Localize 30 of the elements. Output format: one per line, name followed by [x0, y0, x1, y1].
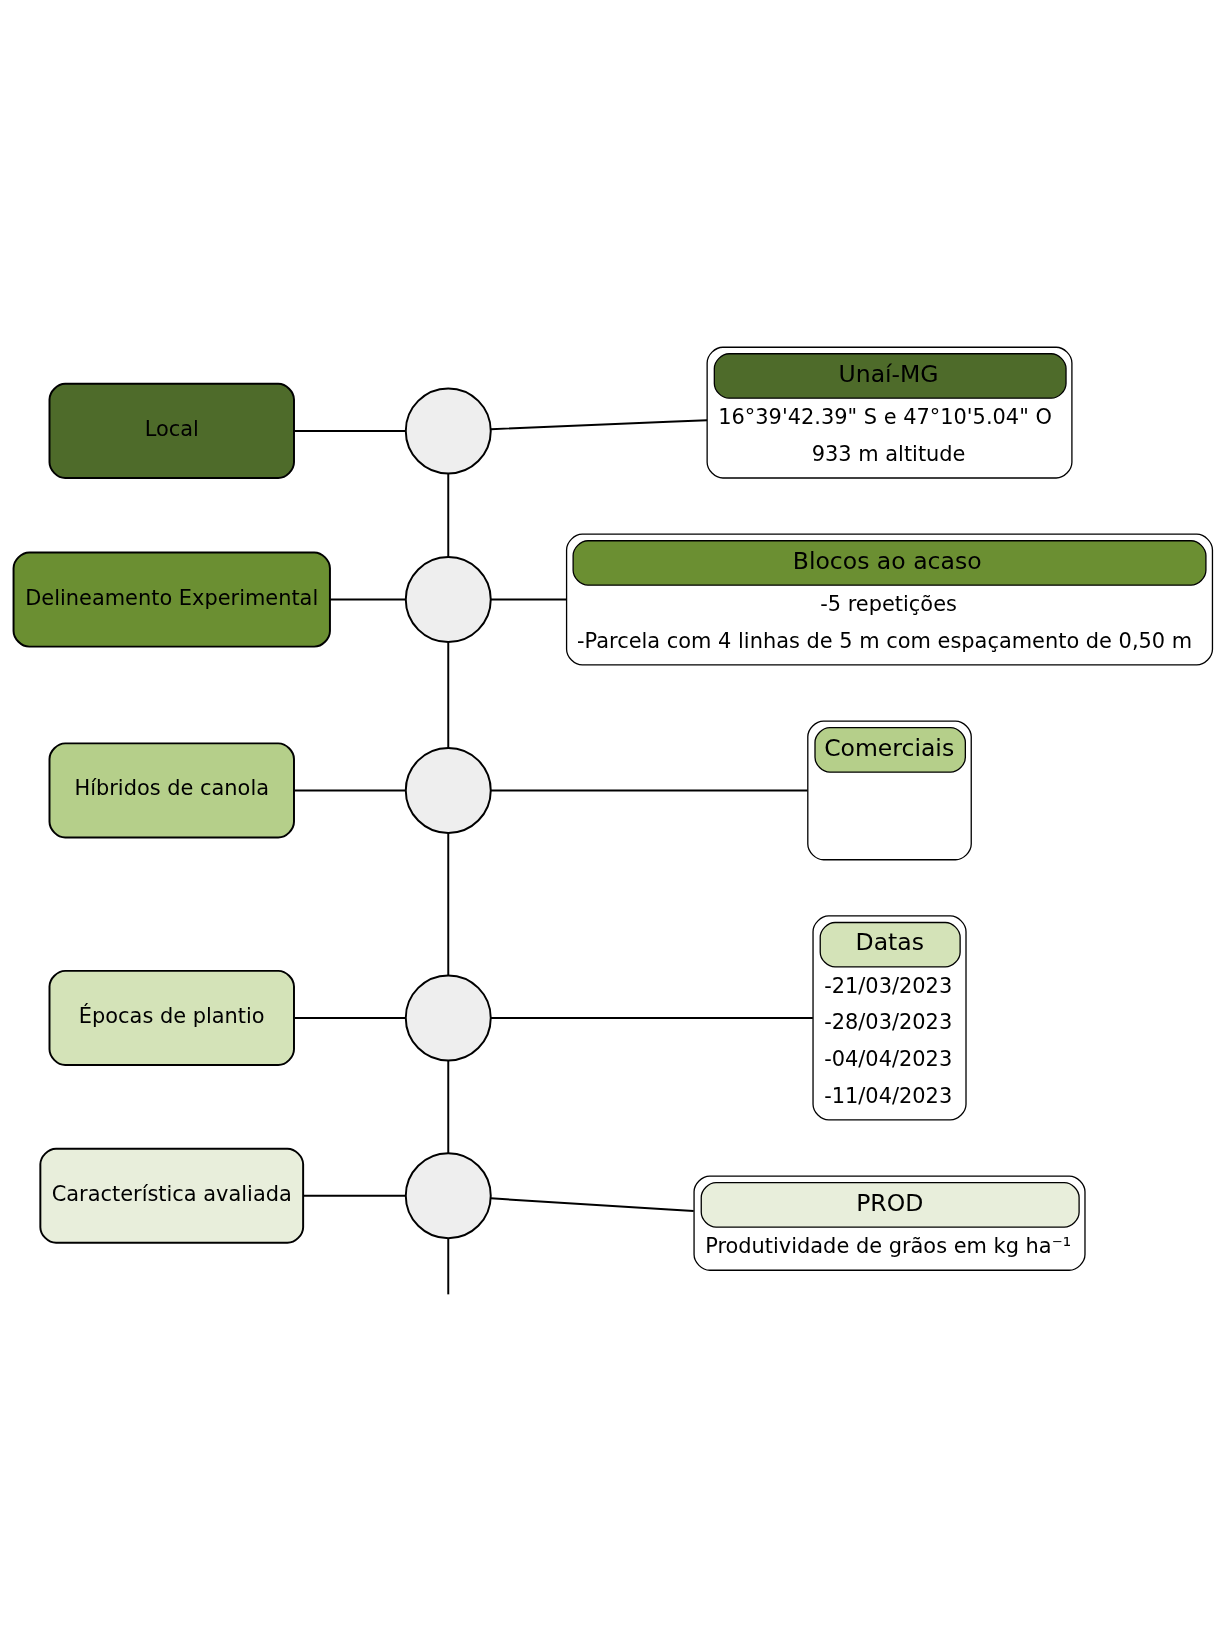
connector [293, 429, 407, 432]
connector [489, 598, 568, 601]
node-box: Delineamento Experimental [12, 551, 331, 648]
connector [447, 472, 450, 558]
connector [489, 1016, 814, 1019]
node-box: Local [48, 382, 295, 479]
connector [293, 788, 407, 791]
connector [447, 831, 450, 976]
node-circle [404, 1151, 492, 1239]
node-box: Blocos ao acaso -5 repetições -Parcela com 4 linhas de 5 m com espaçamento de 0,50 m [565, 533, 1214, 666]
connector [447, 641, 450, 749]
node-box: Épocas de plantio [48, 969, 295, 1066]
connector [302, 1194, 407, 1197]
connector [447, 1059, 450, 1154]
node-box: Característica avaliada [39, 1147, 305, 1244]
connector [489, 1196, 695, 1212]
connector [447, 1237, 450, 1295]
node-box: Comerciais [807, 720, 972, 860]
connector [489, 788, 809, 791]
connector [329, 598, 407, 601]
node-box: Unaí-MG 16°39'42.39" S e 47°10'5.04" O 933 m altitude [706, 346, 1073, 479]
node-box: Híbridos de canola [48, 741, 295, 838]
node-box: Datas -21/03/2023 -28/03/2023 -04/04/2023 -11/04/2023 [812, 914, 967, 1121]
connector [293, 1016, 407, 1019]
node-circle [404, 973, 492, 1061]
node-circle [404, 555, 492, 643]
node-circle [404, 746, 492, 834]
node-box: PROD Produtividade de grãos em kg ha⁻¹ [693, 1175, 1086, 1271]
node-circle [404, 386, 492, 474]
connector [489, 418, 709, 430]
